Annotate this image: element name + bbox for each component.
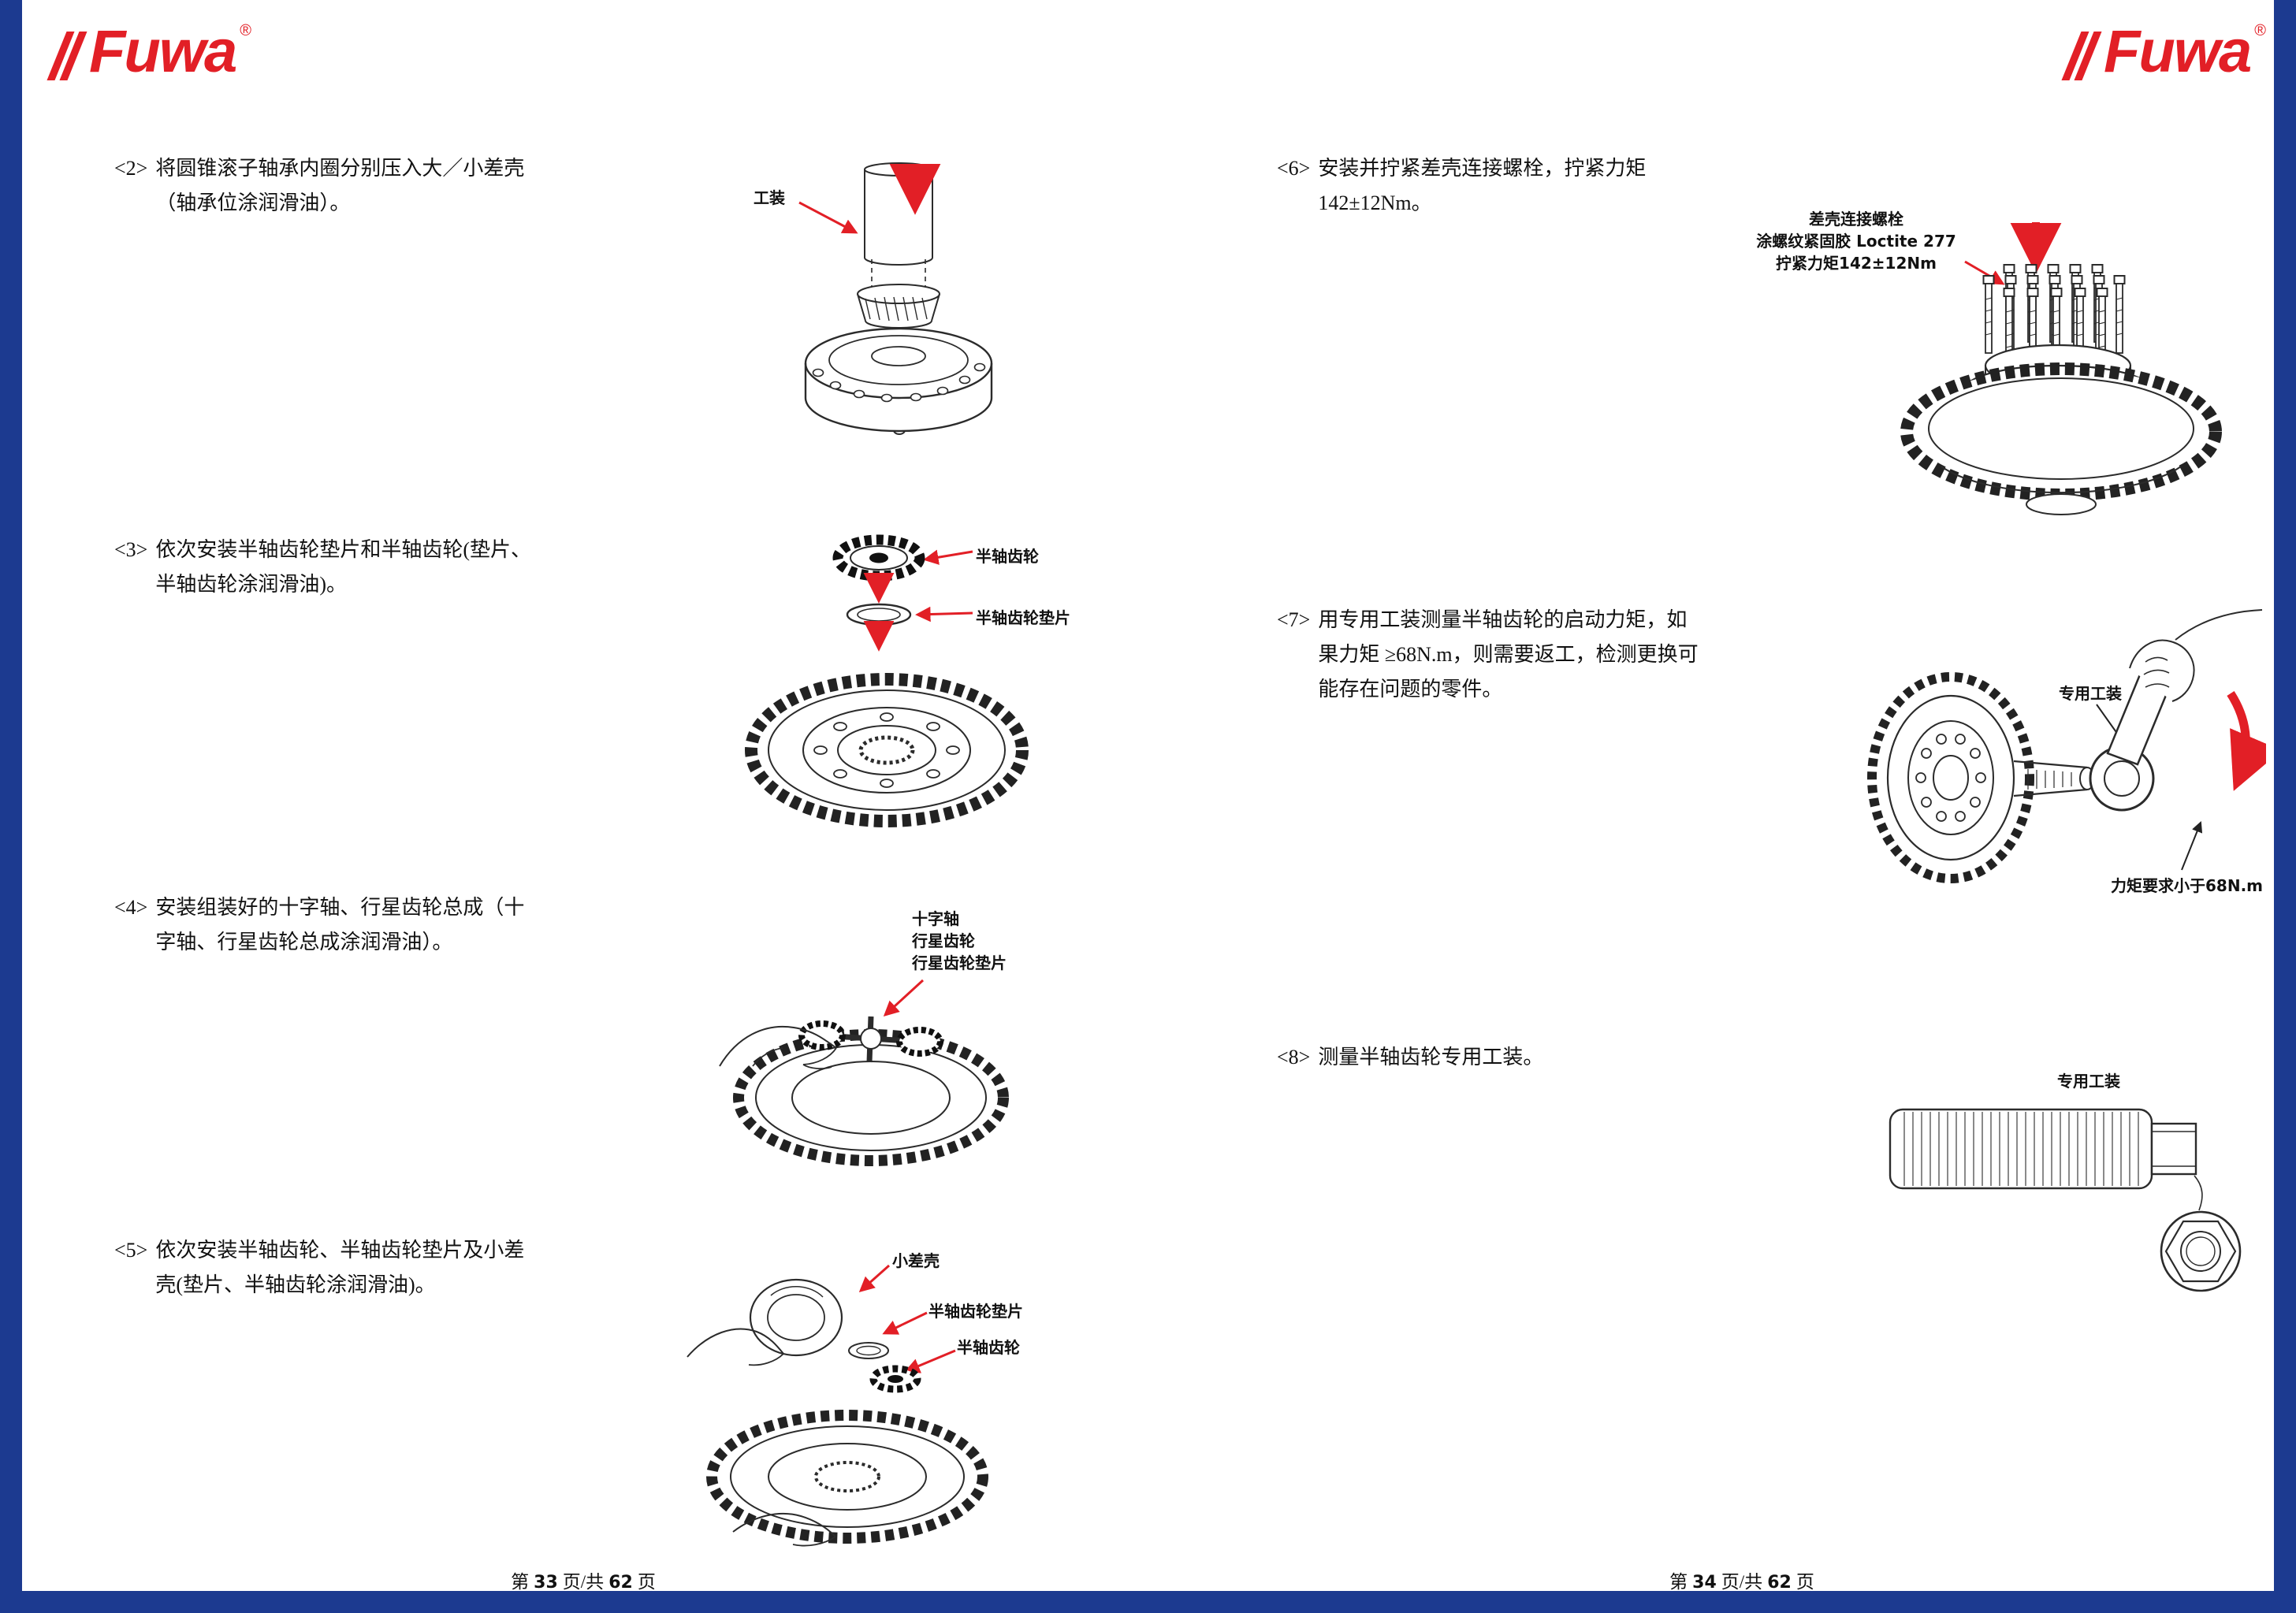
label-planet-gear-shim: 行星齿轮垫片	[912, 953, 1007, 972]
step-3-text: 依次安装半轴齿轮垫片和半轴齿轮(垫片、半轴齿轮涂润滑油)。	[155, 538, 531, 596]
step-4-number: <4>	[114, 896, 148, 919]
label-small-case: 小差壳	[892, 1251, 940, 1270]
logo-wordmark: Fuwa	[89, 18, 237, 85]
footer-total: 62	[1767, 1573, 1792, 1593]
step-4: <4> 安装组装好的十字轴、行星齿轮总成（十字轴、行星齿轮总成涂润滑油）。	[114, 890, 543, 960]
step-6-text: 安装并拧紧差壳连接螺栓，拧紧力矩142±12Nm。	[1318, 157, 1647, 214]
footer-prefix: 第	[1669, 1572, 1688, 1592]
label-case-bolt: 差壳连接螺栓	[1809, 210, 1903, 229]
figure-small-case-assembly: 小差壳 半轴齿轮垫片 半轴齿轮	[678, 1239, 1048, 1554]
label-bolt-torque: 拧紧力矩142±12Nm	[1776, 254, 1937, 273]
footer-page: 34	[1692, 1573, 1717, 1593]
figure-side-gear-stack: 半轴齿轮 半轴齿轮垫片	[733, 520, 1070, 847]
side-gear-stack-illustration	[745, 534, 1029, 827]
label-side-gear-2: 半轴齿轮	[957, 1338, 1020, 1357]
step-3: <3> 依次安装半轴齿轮垫片和半轴齿轮(垫片、半轴齿轮涂润滑油)。	[114, 533, 543, 602]
step-2-text: 将圆锥滚子轴承内圈分别压入大／小差壳（轴承位涂润滑油）。	[155, 157, 525, 214]
step-7-number: <7>	[1277, 608, 1311, 631]
step-8-number: <8>	[1277, 1046, 1311, 1069]
label-planet-gear: 行星齿轮	[912, 931, 975, 950]
step-3-number: <3>	[114, 538, 148, 561]
torque-check-illustration	[1867, 609, 2266, 883]
figure-case-bolts: 差壳连接螺栓 涂螺纹紧固胶 Loctite 277 拧紧力矩142±12Nm	[1746, 199, 2258, 549]
special-tool-illustration	[1889, 1108, 2242, 1292]
logo-slashes-icon	[47, 32, 87, 80]
label-side-gear: 半轴齿轮	[976, 547, 1039, 566]
right-border-bar	[2274, 0, 2296, 1613]
step-8-text: 测量半轴齿轮专用工装。	[1318, 1046, 1544, 1069]
footer-total: 62	[608, 1573, 633, 1593]
step-6: <6> 安装并拧紧差壳连接螺栓，拧紧力矩142±12Nm。	[1277, 151, 1706, 221]
label-side-gear-shim: 半轴齿轮垫片	[976, 608, 1070, 627]
figure-torque-check: 专用工装 力矩要求小于68N.m	[1836, 593, 2266, 996]
bearing-press-illustration	[798, 162, 993, 435]
label-cross-shaft: 十字轴	[912, 909, 959, 928]
step-5-number: <5>	[114, 1239, 148, 1262]
case-bolts-illustration	[1900, 222, 2222, 515]
footer-prefix: 第	[511, 1572, 530, 1592]
label-press-tool: 工装	[754, 188, 785, 207]
footer-suffix: 页	[637, 1572, 656, 1592]
spider-assembly-illustration	[719, 979, 1009, 1166]
footer-page: 33	[534, 1573, 558, 1593]
figure-special-tool: 专用工装	[1884, 1054, 2246, 1308]
bottom-border-bar	[0, 1591, 2296, 1613]
label-special-tool: 专用工装	[2059, 684, 2122, 703]
label-special-tool-2: 专用工装	[2057, 1072, 2120, 1091]
figure-bearing-press: 工装	[741, 162, 1009, 477]
case-bolts-label-block: 差壳连接螺栓 涂螺纹紧固胶 Loctite 277 拧紧力矩142±12Nm	[1746, 208, 1967, 274]
footer-mid: 页/共	[562, 1572, 605, 1592]
spider-label-block: 十字轴 行星齿轮 行星齿轮垫片	[912, 908, 1007, 974]
fuwa-logo-right: Fuwa ®	[2061, 18, 2266, 85]
step-2-number: <2>	[114, 157, 148, 180]
label-side-gear-shim-2: 半轴齿轮垫片	[928, 1302, 1023, 1321]
step-5: <5> 依次安装半轴齿轮、半轴齿轮垫片及小差壳(垫片、半轴齿轮涂润滑油)。	[114, 1233, 543, 1303]
logo-slashes-icon	[2061, 32, 2102, 80]
figure-spider-assembly: 十字轴 行星齿轮 行星齿轮垫片	[705, 905, 1036, 1184]
label-threadlocker: 涂螺纹紧固胶 Loctite 277	[1756, 232, 1956, 251]
step-7: <7> 用专用工装测量半轴齿轮的启动力矩，如果力矩 ≥68N.m，则需要返工，检…	[1277, 603, 1706, 707]
registered-trademark: ®	[240, 22, 251, 39]
footer-mid: 页/共	[1721, 1572, 1763, 1592]
registered-trademark: ®	[2254, 22, 2266, 39]
step-8: <8> 测量半轴齿轮专用工装。	[1277, 1040, 1706, 1075]
step-4-text: 安装组装好的十字轴、行星齿轮总成（十字轴、行星齿轮总成涂润滑油）。	[155, 896, 525, 953]
step-7-text: 用专用工装测量半轴齿轮的启动力矩，如果力矩 ≥68N.m，则需要返工，检测更换可…	[1318, 608, 1699, 701]
fuwa-logo-left: Fuwa ®	[47, 18, 251, 85]
footer-suffix: 页	[1795, 1572, 1814, 1592]
step-6-number: <6>	[1277, 157, 1311, 180]
label-torque-requirement: 力矩要求小于68N.m	[2111, 876, 2264, 895]
small-case-assembly-illustration	[687, 1264, 988, 1547]
step-2: <2> 将圆锥滚子轴承内圈分别压入大／小差壳（轴承位涂润滑油）。	[114, 151, 543, 221]
left-border-bar	[0, 0, 22, 1613]
step-5-text: 依次安装半轴齿轮、半轴齿轮垫片及小差壳(垫片、半轴齿轮涂润滑油)。	[155, 1239, 525, 1296]
logo-wordmark: Fuwa	[2104, 18, 2252, 85]
